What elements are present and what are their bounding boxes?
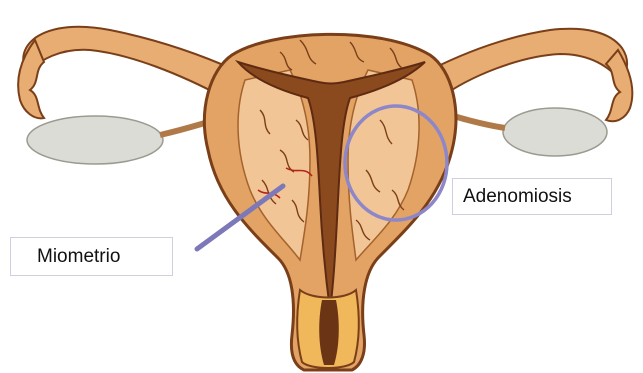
cervical-canal	[319, 300, 339, 365]
right-ovary	[503, 108, 607, 156]
right-fimbriae	[606, 50, 632, 121]
adenomiosis-label-text: Adenomiosis	[463, 186, 572, 208]
miometrio-label-text: Miometrio	[37, 246, 120, 268]
left-fimbriae	[18, 40, 44, 118]
adenomiosis-label: Adenomiosis	[452, 178, 612, 215]
left-ovary	[27, 116, 163, 164]
right-fallopian-tube	[430, 29, 627, 98]
left-fallopian-tube	[23, 27, 235, 98]
miometrio-label: Miometrio	[10, 237, 173, 276]
